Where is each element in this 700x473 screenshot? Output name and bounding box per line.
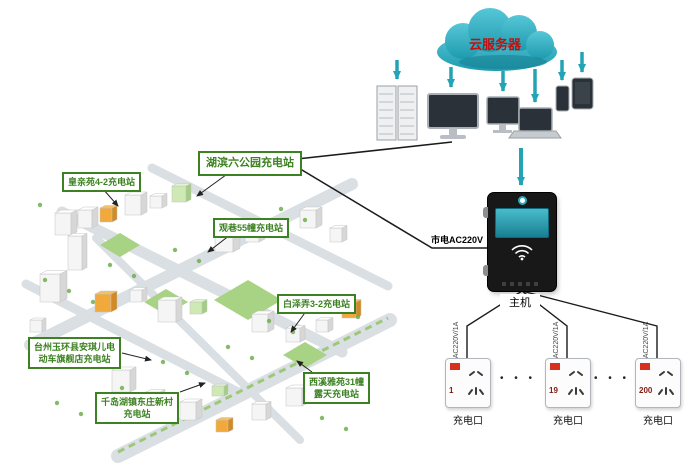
outlet-number: 1 (449, 386, 454, 395)
station-label-baizelong: 白泽弄3-2充电站 (277, 294, 357, 315)
station-label-qiandaohu: 千岛湖镇东庄新村 充电站 (95, 392, 180, 425)
mount-tab (483, 265, 488, 276)
outlet-caption: 充电口 (453, 416, 483, 427)
svg-text:AC220V/1A: AC220V/1A (553, 321, 560, 358)
monitor-icon (427, 93, 479, 139)
ellipsis-separator: • • • (593, 373, 631, 384)
cloud-label: 云服务器 (469, 37, 522, 52)
socket-holes-icon (658, 371, 674, 395)
station-label-guanxiang: 观巷55幢充电站 (213, 218, 290, 239)
station-network-lines (296, 141, 489, 249)
socket-holes-icon (568, 371, 584, 395)
status-led (450, 363, 460, 370)
server-rack-icon (376, 85, 418, 141)
callout-leader-lines (102, 171, 313, 393)
tablet-icon (571, 77, 594, 110)
status-led (550, 363, 560, 370)
ellipsis-separator: • • • (499, 373, 537, 384)
smartphone-icon (555, 85, 570, 112)
cloud-device-arrows (393, 52, 586, 103)
charging-outlet-200: 200 (635, 358, 681, 408)
desktop-monitor-icon (486, 96, 520, 133)
laptop-icon (508, 107, 562, 139)
mains-power-label: 市电AC220V (431, 235, 484, 245)
outlet-number: 19 (549, 386, 558, 395)
host-logo (518, 196, 527, 205)
host-outlet-lines (466, 290, 658, 358)
station-label-taizhou-store: 台州玉环县安琪儿电 动车旗舰店充电站 (28, 337, 122, 370)
svg-text:AC220V/1A: AC220V/1A (453, 321, 460, 358)
station-label-hubin-park: 湖滨六公园充电站 (198, 151, 302, 176)
charging-outlet-19: 19 (545, 358, 591, 408)
outlet-caption: 充电口 (643, 416, 673, 427)
status-led (640, 363, 650, 370)
station-label-huangqinyuan: 皇亲苑4-2充电站 (62, 172, 142, 193)
mount-tab (483, 207, 488, 218)
host-screen (495, 208, 549, 238)
socket-holes-icon (468, 371, 484, 395)
host-label: 主机 (500, 294, 540, 310)
wire-rating-labels: AC220V/1A AC220V/1A AC220V/1A (453, 321, 650, 358)
svg-text:AC220V/1A: AC220V/1A (643, 321, 650, 358)
charging-host-unit (483, 193, 556, 291)
cloud-server-icon: 云服务器 (437, 8, 557, 71)
charging-outlet-1: 1 (445, 358, 491, 408)
station-label-xixi-yayuan: 西溪雅苑31幢 露天充电站 (303, 372, 371, 405)
outlet-number: 200 (639, 386, 653, 395)
outlet-caption: 充电口 (553, 416, 583, 427)
wifi-icon (511, 245, 533, 261)
host-vents (502, 282, 542, 286)
